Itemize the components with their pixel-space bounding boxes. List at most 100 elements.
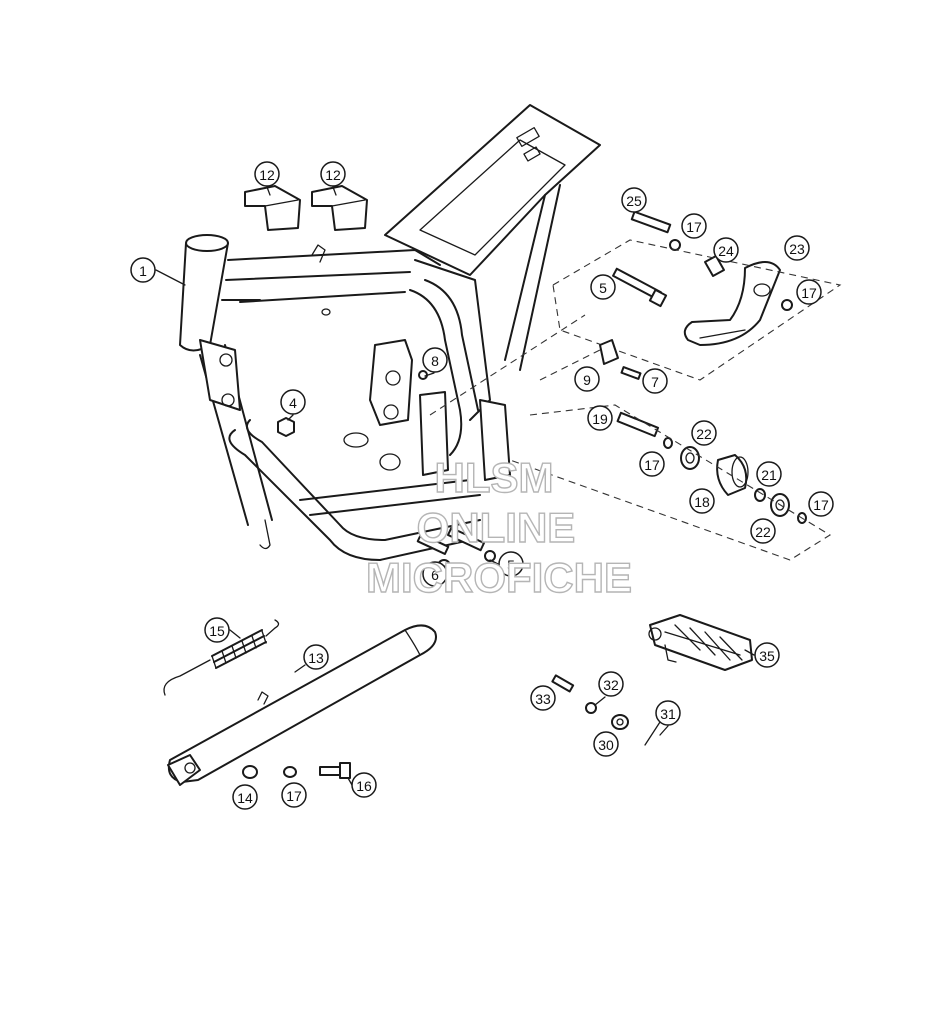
callout-number: 12	[259, 167, 275, 183]
small-nut-part	[418, 370, 428, 380]
callout-c8: 8	[422, 347, 448, 373]
callout-circle	[808, 491, 834, 517]
callout-circle	[204, 617, 230, 643]
callout-c6: 6	[422, 561, 448, 587]
callout-c17b: 17	[796, 279, 822, 305]
callout-number: 33	[535, 691, 551, 707]
callout-number: 6	[431, 567, 439, 583]
brake-pedal-group	[429, 210, 842, 416]
callout-circle	[754, 642, 780, 668]
callout-circle	[681, 213, 707, 239]
stand-hardware	[242, 762, 351, 779]
callout-number: 5	[599, 280, 607, 296]
watermark-line-1: HLSM	[435, 454, 554, 501]
callout-number: 35	[759, 648, 775, 664]
leader-lines	[155, 186, 755, 786]
callout-number: 17	[644, 457, 660, 473]
callout-circle	[689, 488, 715, 514]
callout-circle	[351, 772, 377, 798]
callout-c22a: 22	[691, 420, 717, 446]
callout-number: 23	[789, 241, 805, 257]
roller-group	[509, 404, 832, 561]
callout-number: 17	[813, 497, 829, 513]
callout-circle	[422, 561, 448, 587]
callout-c33: 33	[530, 685, 556, 711]
callout-c13: 13	[303, 644, 329, 670]
callout-number: 9	[583, 372, 591, 388]
clip-and-screw	[539, 339, 642, 381]
callout-circle	[498, 551, 524, 577]
callout-number: 19	[592, 411, 608, 427]
callout-circle	[750, 518, 776, 544]
footpeg-hardware	[551, 674, 661, 746]
callout-c32: 32	[598, 671, 624, 697]
callout-circle	[713, 237, 739, 263]
callout-number: 25	[626, 193, 642, 209]
callout-circle	[280, 389, 306, 415]
callout-number: 31	[660, 706, 676, 722]
callout-number: 16	[356, 778, 372, 794]
nut-part	[277, 417, 295, 437]
callout-circle	[639, 451, 665, 477]
callout-circle	[756, 461, 782, 487]
callout-circle	[232, 784, 258, 810]
callout-number: 17	[686, 219, 702, 235]
callout-circle	[593, 731, 619, 757]
callout-number: 7	[651, 374, 659, 390]
callout-circle	[587, 405, 613, 431]
callout-circle	[655, 700, 681, 726]
callout-circle	[303, 644, 329, 670]
frame-cap-left	[244, 185, 301, 231]
watermark-line-3: MICROFICHE	[366, 554, 632, 601]
callout-number: 12	[325, 167, 341, 183]
callout-c17e: 17	[281, 782, 307, 808]
callout-circle	[422, 347, 448, 373]
callout-number: 17	[286, 788, 302, 804]
callout-c21: 21	[756, 461, 782, 487]
callout-c17d: 17	[808, 491, 834, 517]
callout-c18: 18	[689, 488, 715, 514]
callout-circle	[642, 368, 668, 394]
callout-number: 4	[289, 395, 297, 411]
callout-circle	[784, 235, 810, 261]
callout-c23: 23	[784, 235, 810, 261]
callout-number: 22	[755, 524, 771, 540]
callout-number: 18	[694, 494, 710, 510]
frame-cap-right	[311, 185, 368, 231]
spring-part	[163, 619, 280, 696]
callout-c15: 15	[204, 617, 230, 643]
callout-c12a: 12	[254, 161, 280, 187]
callout-number: 30	[598, 737, 614, 753]
callout-number: 22	[696, 426, 712, 442]
callout-circle	[530, 685, 556, 711]
callout-number: 32	[603, 677, 619, 693]
frame-assembly	[179, 104, 601, 561]
callout-number: 21	[761, 467, 777, 483]
callout-c25: 25	[621, 187, 647, 213]
callout-number: 8	[431, 353, 439, 369]
side-stand	[167, 624, 437, 786]
callout-number: 15	[209, 623, 225, 639]
callout-circle	[320, 161, 346, 187]
callout-number: 24	[718, 243, 734, 259]
callout-c1: 1	[130, 257, 156, 283]
callout-c4: 4	[280, 389, 306, 415]
callout-c7: 7	[642, 368, 668, 394]
callout-number: 14	[237, 790, 253, 806]
callout-circle	[590, 274, 616, 300]
callout-number: 5	[507, 557, 515, 573]
footpeg	[648, 614, 753, 671]
callout-circle	[691, 420, 717, 446]
callout-c5a: 5	[590, 274, 616, 300]
callout-c35: 35	[754, 642, 780, 668]
callout-c17a: 17	[681, 213, 707, 239]
callout-c31: 31	[655, 700, 681, 726]
callout-c30: 30	[593, 731, 619, 757]
callout-labels: 1 12 12 4 8 25 17 24 23 5 17 9 7 19 22 17 21 18 17 22 5 6 15 13…	[130, 161, 834, 810]
callout-circle	[621, 187, 647, 213]
callout-circle	[254, 161, 280, 187]
callout-number: 1	[139, 263, 147, 279]
callout-number: 13	[308, 650, 324, 666]
callout-circle	[598, 671, 624, 697]
